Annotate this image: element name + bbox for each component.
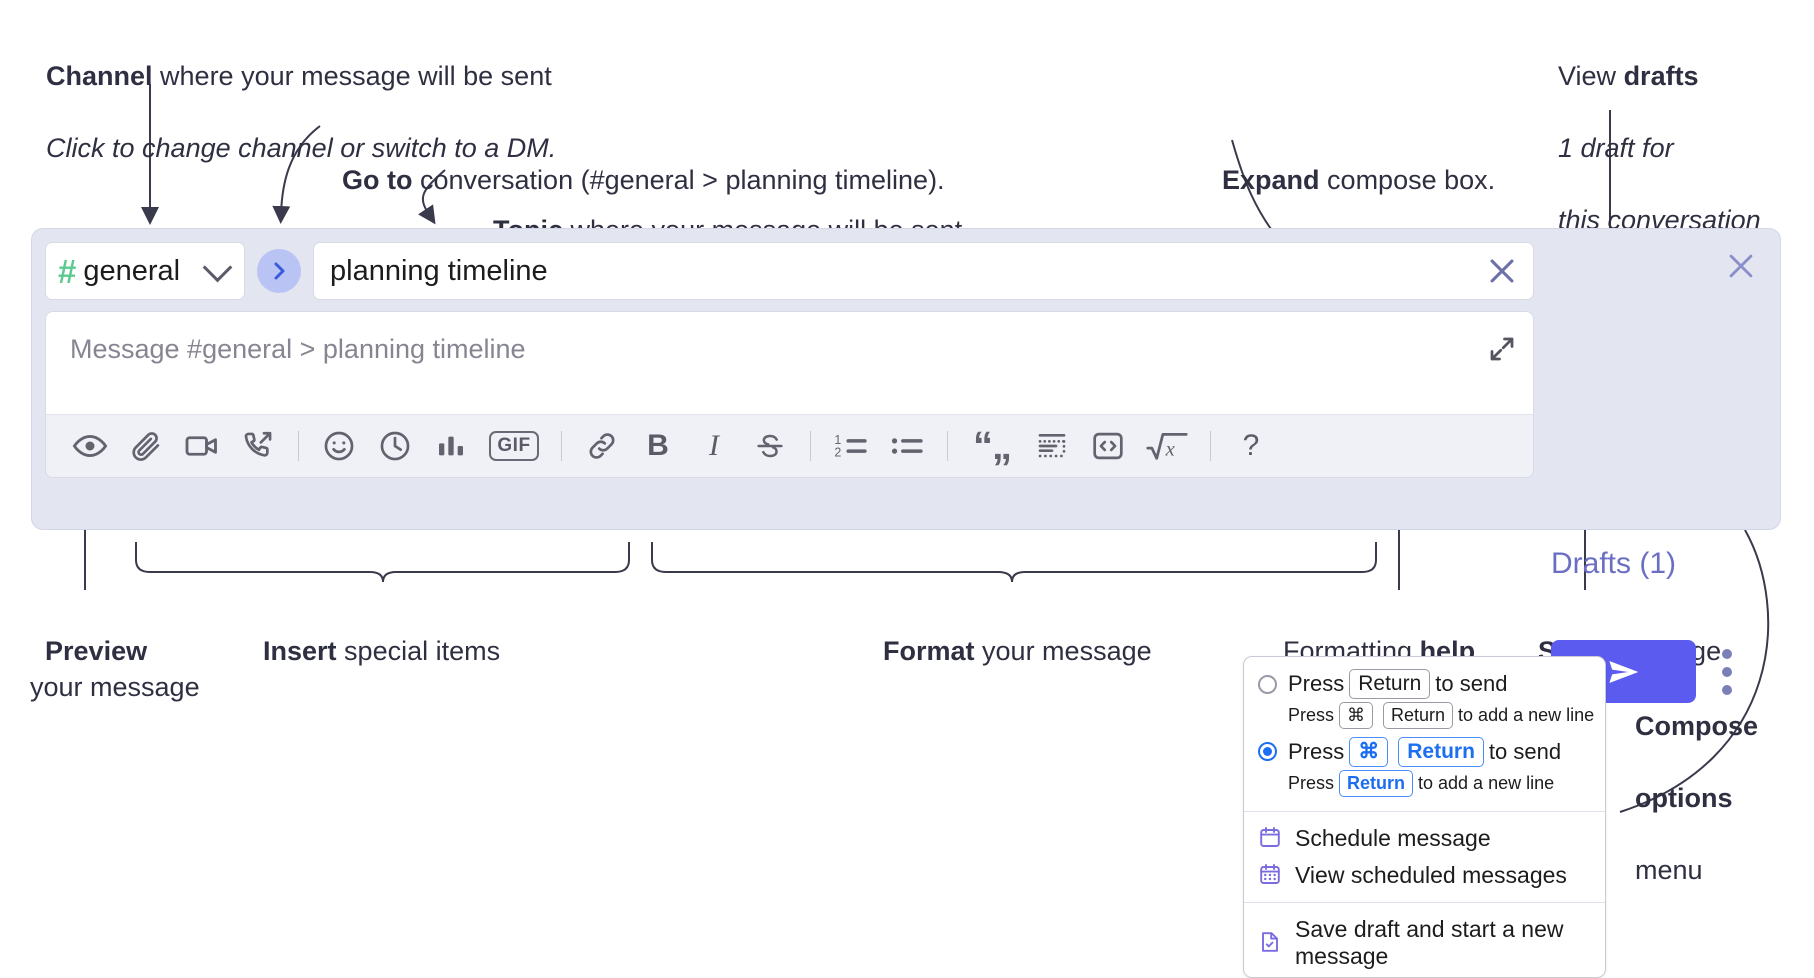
emoji-icon[interactable]	[311, 415, 367, 477]
expand-icon[interactable]	[1487, 334, 1517, 364]
key-return: Return	[1398, 736, 1484, 767]
compose-options-button[interactable]	[1722, 649, 1732, 703]
radio-button-selected[interactable]	[1258, 742, 1277, 762]
option-post-text: to send	[1488, 738, 1562, 764]
option-pre-text: Press	[1288, 671, 1345, 697]
annotation-compose-options: Compose options menu	[1635, 711, 1759, 885]
key-return: Return	[1383, 702, 1454, 729]
italic-label: I	[709, 429, 719, 462]
message-input-container: Message #general > planning timeline	[45, 311, 1534, 478]
chevron-down-icon	[202, 252, 233, 283]
attachment-icon[interactable]	[118, 415, 174, 477]
gif-label: GIF	[489, 431, 539, 461]
topic-value: planning timeline	[330, 254, 548, 287]
annotation-insert: Insert special items	[263, 636, 501, 666]
poll-icon[interactable]	[423, 415, 479, 477]
preview-icon[interactable]	[62, 415, 118, 477]
drafts-link[interactable]: Drafts (1)	[1551, 547, 1677, 580]
formatting-toolbar: GIF B I	[46, 414, 1533, 477]
compose-side-column: Drafts (1)	[1532, 229, 1780, 703]
video-icon[interactable]	[174, 415, 230, 477]
toolbar-divider	[298, 431, 299, 461]
toolbar-divider	[947, 431, 948, 461]
menu-item-schedule-message[interactable]: Schedule message	[1244, 820, 1605, 857]
menu-option-cmd-return-to-send[interactable]: Press ⌘ Return to send	[1244, 735, 1605, 769]
radio-button[interactable]	[1258, 674, 1277, 694]
gif-icon[interactable]: GIF	[479, 415, 549, 477]
sub-post-text: to add a new line	[1418, 772, 1555, 793]
message-compose-box: # general planning timeline Message #gen…	[31, 228, 1781, 703]
italic-icon[interactable]: I	[686, 415, 742, 477]
toolbar-divider	[810, 431, 811, 461]
clock-icon[interactable]	[367, 415, 423, 477]
menu-option-cmd-return-subtext: Press Return to add a new line	[1244, 769, 1605, 803]
channel-name-label: general	[83, 254, 181, 287]
toolbar-divider	[1210, 431, 1211, 461]
topic-input[interactable]: planning timeline	[313, 242, 1534, 300]
svg-text:x: x	[1165, 439, 1175, 461]
menu-item-label: View scheduled messages	[1295, 861, 1567, 888]
menu-item-save-draft[interactable]: Save draft and start a new message	[1244, 911, 1605, 975]
menu-item-label: Save draft and start a new message	[1295, 915, 1564, 969]
menu-divider	[1244, 901, 1605, 903]
key-command: ⌘	[1349, 736, 1389, 767]
message-input[interactable]: Message #general > planning timeline	[46, 312, 1533, 414]
annotation-drafts: View drafts 1 draft for this conversatio…	[1558, 61, 1761, 235]
quote-glyph: “„	[973, 424, 1012, 468]
bold-icon[interactable]: B	[630, 415, 686, 477]
compose-header-row: # general planning timeline	[45, 242, 1534, 300]
annotation-channel: Channel where your message will be sent …	[46, 61, 557, 163]
bulleted-list-icon[interactable]	[879, 415, 935, 477]
close-icon[interactable]	[1485, 254, 1519, 288]
menu-divider	[1244, 810, 1605, 812]
ordered-list-icon[interactable]: 1 2	[823, 415, 879, 477]
channel-selector[interactable]: # general	[45, 242, 245, 300]
blockquote-icon[interactable]: “„	[960, 415, 1024, 477]
toolbar-divider	[561, 431, 562, 461]
menu-item-label: Schedule message	[1295, 824, 1491, 851]
code-block-icon[interactable]	[1024, 415, 1080, 477]
link-icon[interactable]	[574, 415, 630, 477]
key-return: Return	[1339, 770, 1414, 797]
chevron-right-icon	[274, 262, 285, 280]
sub-post-text: to add a new line	[1458, 705, 1595, 725]
kebab-dot	[1722, 685, 1732, 695]
bold-label: B	[647, 429, 669, 462]
strikethrough-icon[interactable]	[742, 415, 798, 477]
annotation-goto: Go to conversation (#general > planning …	[342, 165, 945, 195]
menu-option-return-subtext: Press ⌘ Return to add a new line	[1244, 701, 1605, 735]
audio-call-icon[interactable]	[230, 415, 286, 477]
key-command: ⌘	[1339, 702, 1374, 729]
help-icon[interactable]: ?	[1223, 415, 1279, 477]
option-post-text: to send	[1435, 671, 1508, 697]
svg-text:2: 2	[834, 445, 841, 459]
calendar-grid-icon	[1258, 862, 1284, 888]
message-placeholder: Message #general > planning timeline	[70, 334, 526, 364]
hash-icon: #	[58, 252, 77, 290]
annotation-expand: Expand compose box.	[1222, 165, 1496, 195]
menu-option-return-to-send[interactable]: Press Return to send	[1244, 667, 1605, 701]
save-draft-icon	[1258, 930, 1284, 956]
key-return: Return	[1349, 669, 1431, 700]
math-icon[interactable]: x	[1136, 415, 1198, 477]
svg-text:1: 1	[834, 433, 841, 447]
help-label: ?	[1242, 429, 1260, 462]
sub-pre-text: Press	[1288, 772, 1335, 793]
send-icon	[1608, 660, 1638, 683]
compose-main-column: # general planning timeline Message #gen…	[45, 242, 1534, 478]
kebab-dot	[1722, 649, 1732, 659]
code-icon[interactable]	[1080, 415, 1136, 477]
option-pre-text: Press	[1288, 738, 1345, 764]
kebab-dot	[1722, 667, 1732, 677]
calendar-icon	[1258, 825, 1284, 851]
sub-pre-text: Press	[1288, 705, 1335, 725]
annotation-format: Format your message	[883, 636, 1152, 666]
goto-conversation-button[interactable]	[257, 249, 301, 293]
menu-item-view-scheduled-messages[interactable]: View scheduled messages	[1244, 857, 1605, 894]
close-icon[interactable]	[1724, 249, 1758, 283]
compose-options-menu: Press Return to send Press ⌘ Return to a…	[1243, 656, 1606, 978]
